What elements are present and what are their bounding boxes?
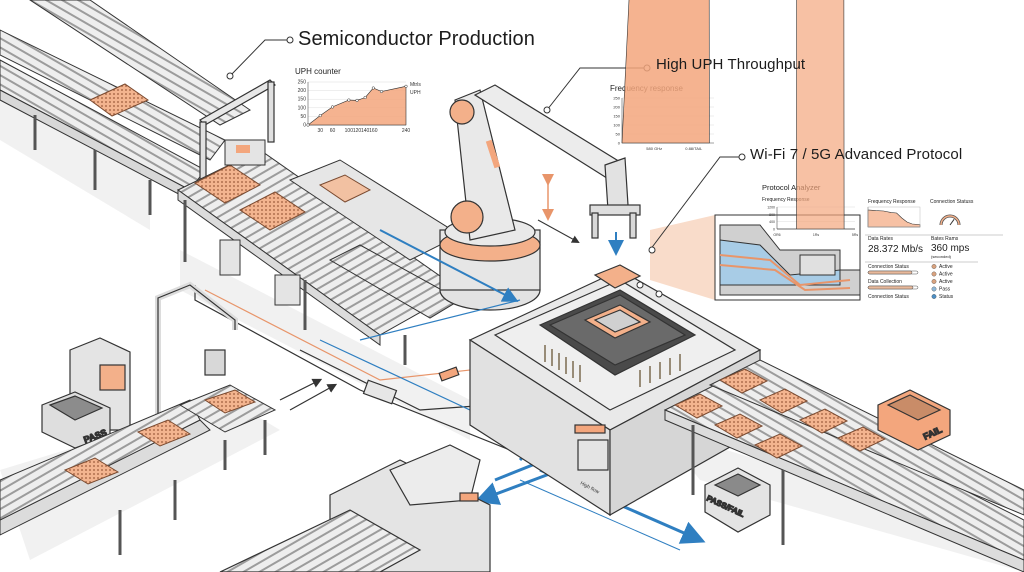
x-tick-label: 160	[369, 128, 378, 134]
area-series	[307, 85, 407, 126]
data-point	[306, 123, 310, 127]
analyzer-freq-label-2: Frequency Response	[868, 199, 916, 205]
x-tick-label: OR6	[773, 233, 780, 237]
pass-fail-bin: PASS/FAIL	[704, 467, 771, 533]
data-point	[363, 95, 367, 100]
status-label: Pass	[939, 287, 951, 293]
data-point	[379, 89, 384, 94]
callout-protocol: Wi-Fi 7 / 5G Advanced Protocol	[750, 146, 963, 163]
status-label: Active	[939, 272, 953, 278]
x-tick-label: 1Rs	[813, 233, 819, 237]
y-tick-label: 200	[298, 88, 307, 94]
y-tick-label: 800	[769, 213, 775, 217]
callout-production: Semiconductor Production	[298, 28, 535, 50]
y-tick-label: 250	[298, 80, 307, 86]
x-tick-label: 580 GHz	[646, 146, 662, 151]
status-bar-label: Connection Status	[868, 294, 909, 300]
status-label: Status	[939, 294, 954, 300]
bates-rams-sub: (seconded)	[931, 254, 952, 259]
plot-frame	[867, 206, 921, 228]
gantry-frame	[199, 79, 276, 193]
area-series	[867, 209, 921, 228]
x-tick-label: 120	[353, 128, 362, 134]
fail-bin: FAIL	[877, 389, 951, 451]
data-point	[371, 86, 375, 90]
x-tick-label: 5Rs	[852, 233, 858, 237]
x-tick-label: 240	[402, 128, 411, 134]
bates-rams-value: 360 mps	[931, 243, 969, 254]
y-tick-label: 50	[616, 132, 621, 137]
y-tick-label: 50	[300, 114, 306, 120]
status-label: Active	[939, 279, 953, 285]
area-series	[777, 0, 855, 230]
status-dot	[931, 294, 937, 299]
connection-gauge	[939, 214, 961, 226]
data-point	[404, 84, 408, 88]
status-label: Active	[939, 264, 953, 270]
y-tick-label: 0	[618, 141, 621, 146]
gauge-arc-fill	[940, 215, 960, 226]
bates-rams-label: Bates Rams	[931, 236, 959, 242]
y-tick-label: 0	[773, 228, 775, 232]
status-bar-label: Connection Status	[868, 264, 909, 270]
status-dot	[931, 271, 937, 277]
status-bar-fill	[867, 285, 914, 290]
callout-throughput: High UPH Throughput	[656, 56, 806, 73]
data-point	[330, 105, 335, 109]
data-rates-label: Data Rates	[868, 236, 894, 242]
conveyor-lower-left	[0, 384, 277, 555]
tester-pins	[544, 345, 681, 387]
y-tick-label: 1200	[767, 206, 775, 210]
data-point	[318, 113, 322, 118]
status-bar-fill	[867, 270, 913, 275]
uph-chart-title: UPH counter	[295, 67, 341, 76]
conveyor-middle	[177, 139, 462, 365]
floor-shadows	[0, 90, 1024, 572]
status-dot	[931, 279, 937, 284]
y-tick-label: 150	[298, 97, 307, 103]
robot-arm	[439, 84, 641, 311]
uph-legend-1: Mtrls	[410, 82, 421, 88]
data-rates-value: 28.372 Mb/s	[868, 244, 923, 255]
connection-status-title: Connection Statuss	[930, 199, 974, 205]
x-tick-label: 0.88/TAIL	[685, 146, 703, 151]
x-tick-label: 140	[361, 128, 370, 134]
protocol-analyzer: Protocol Analyzer Frequency Response 0 40…	[762, 0, 1003, 300]
conveyor-right	[663, 359, 1024, 572]
y-tick-label: 150	[613, 114, 620, 119]
pick-place-gantry	[155, 281, 238, 420]
analyzer-title: Protocol Analyzer	[762, 183, 821, 192]
x-tick-label: 60	[330, 128, 336, 134]
analyzer-freq-label: Frequency Response	[762, 197, 810, 203]
x-tick-label: 100	[345, 128, 354, 134]
y-tick-label: 0	[303, 123, 306, 129]
y-tick-label: 250	[613, 96, 620, 101]
status-dot	[931, 264, 937, 269]
conveyor-top-left	[0, 0, 251, 215]
status-bar-label: Data Collection	[868, 279, 902, 285]
area-series	[621, 0, 710, 144]
y-tick-label: 100	[298, 105, 307, 111]
data-point	[355, 98, 359, 102]
y-tick-label: 200	[613, 105, 620, 110]
status-dot	[931, 286, 937, 292]
uph-legend-2: UPH	[410, 90, 421, 96]
y-tick-label: 100	[613, 123, 620, 128]
x-tick-label: 30	[317, 128, 323, 134]
gauge-needle	[949, 219, 955, 226]
handler-machine	[219, 444, 491, 572]
data-point	[347, 98, 351, 102]
gauge-arc	[939, 214, 961, 226]
y-tick-label: 400	[769, 220, 775, 224]
